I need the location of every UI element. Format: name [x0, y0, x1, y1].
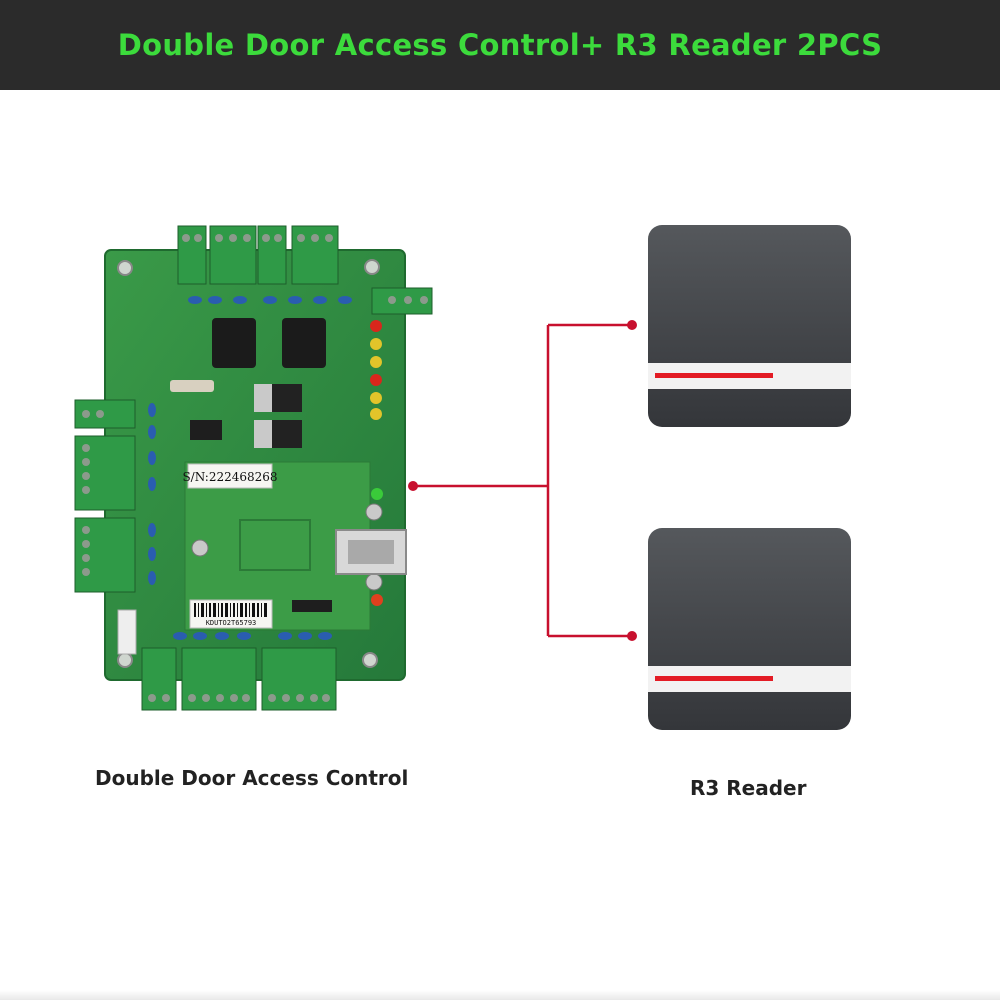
barcode-text: KDUTO2T65793 — [206, 619, 257, 627]
capacitors — [148, 296, 352, 640]
connector-wire — [413, 323, 632, 638]
serial-number-text: S/N:222468268 — [182, 470, 277, 484]
top-terminal-blocks — [177, 225, 433, 315]
board-caption: Double Door Access Control — [95, 766, 409, 790]
reader-caption: R3 Reader — [690, 776, 807, 800]
bottom-terminal-blocks — [141, 647, 337, 711]
card-reader-bottom — [648, 528, 851, 730]
left-terminal-blocks — [74, 399, 136, 593]
status-leds — [370, 320, 383, 606]
bottom-edge — [0, 990, 1000, 1000]
regulators — [254, 384, 302, 448]
ethernet-port — [335, 529, 407, 575]
title-banner: Double Door Access Control+ R3 Reader 2P… — [0, 0, 1000, 90]
access-control-board: S/N:222468268 KDUTO2T65793 — [74, 225, 433, 711]
serial-label — [187, 463, 273, 489]
wire-endpoints — [408, 320, 637, 641]
card-reader-top — [648, 225, 851, 427]
banner-title: Double Door Access Control+ R3 Reader 2P… — [117, 28, 883, 62]
barcode-label: KDUTO2T65793 — [189, 599, 273, 629]
pin-header — [117, 609, 137, 655]
relays — [212, 318, 326, 368]
